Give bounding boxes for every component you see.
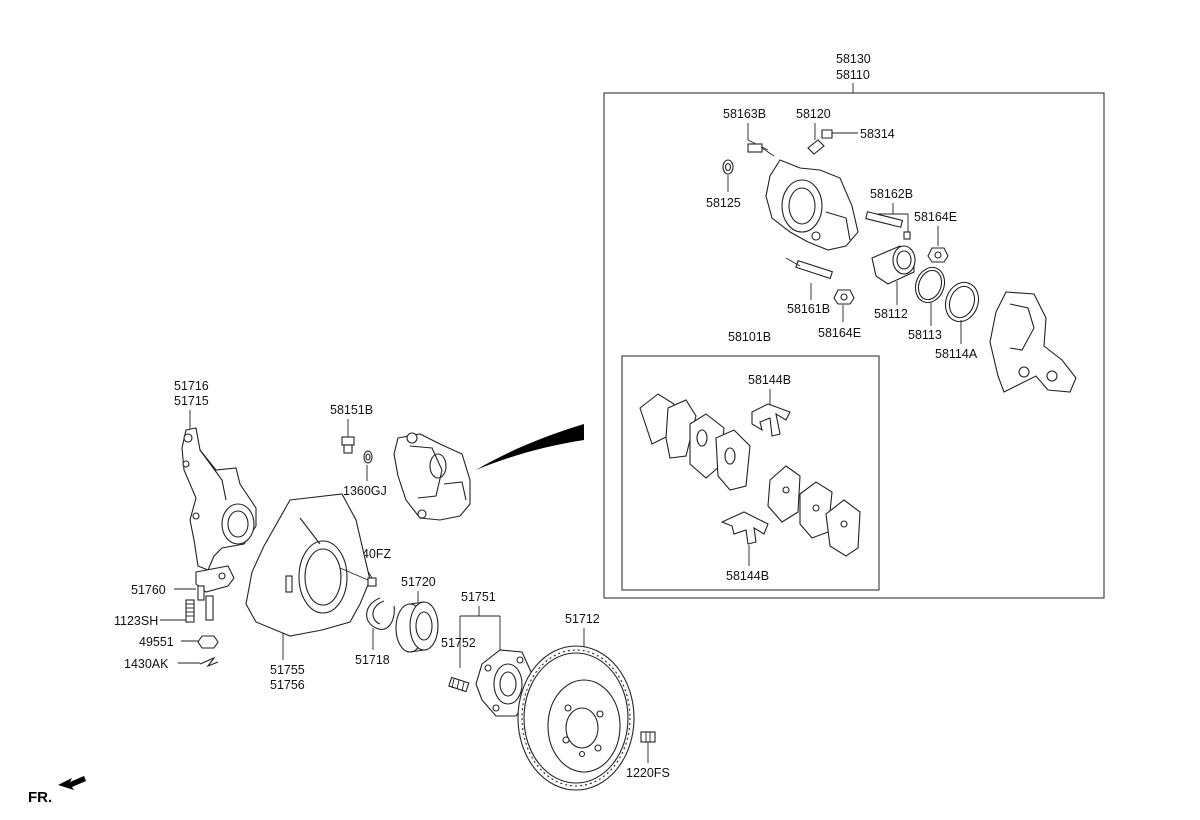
bleeder-screw-58120[interactable] xyxy=(807,139,825,155)
guide-bolt-58163B[interactable] xyxy=(747,143,775,157)
guide-pin-58162B[interactable] xyxy=(865,211,911,240)
part-label[interactable]: 1360GJ xyxy=(343,484,387,498)
pad-kit-frame xyxy=(621,355,880,591)
wheel-bearing[interactable] xyxy=(395,601,439,653)
cotter-pin-1430AK[interactable] xyxy=(199,656,219,668)
part-label[interactable]: 51752 xyxy=(441,636,476,650)
part-label[interactable]: 51760 xyxy=(131,583,166,597)
part-label[interactable]: 51716 xyxy=(174,379,209,393)
front-direction-label: FR. xyxy=(28,789,52,806)
part-label[interactable]: 51712 xyxy=(565,612,600,626)
part-label[interactable]: 1220FS xyxy=(626,766,670,780)
bolt-1140FZ[interactable] xyxy=(339,567,377,587)
detail-pointer xyxy=(476,424,584,470)
part-label[interactable]: 58164E xyxy=(818,326,861,340)
cap-58314[interactable] xyxy=(821,129,833,139)
part-label[interactable]: 58125 xyxy=(706,196,741,210)
bushing-58125[interactable] xyxy=(722,159,734,175)
part-label[interactable]: 58110 xyxy=(836,68,870,82)
guide-pin-58161B[interactable] xyxy=(785,257,834,280)
part-label[interactable]: 58144B xyxy=(726,569,769,583)
part-label[interactable]: 58162B xyxy=(870,187,913,201)
caliper-carrier[interactable] xyxy=(989,291,1077,393)
wheel-hub[interactable] xyxy=(475,649,533,717)
caliper-assembly-frame xyxy=(603,92,1105,599)
brake-pad-set-lower[interactable] xyxy=(767,465,861,557)
part-label[interactable]: 58144B xyxy=(748,373,791,387)
piston-seal-58113[interactable] xyxy=(911,263,950,306)
steering-knuckle[interactable] xyxy=(181,427,257,571)
part-label[interactable]: 1430AK xyxy=(124,657,169,671)
part-label[interactable]: 1123SH xyxy=(114,614,158,628)
snap-ring[interactable] xyxy=(366,597,395,630)
dust-cover[interactable] xyxy=(245,493,371,637)
screw-1220FS[interactable] xyxy=(640,731,656,743)
piston-58112[interactable] xyxy=(871,245,916,285)
part-label[interactable]: 58112 xyxy=(874,307,908,321)
nut-49551[interactable] xyxy=(197,595,219,649)
caliper-assembly-small[interactable] xyxy=(393,432,471,521)
part-label[interactable]: 51715 xyxy=(174,394,209,408)
part-label[interactable]: 58114A xyxy=(935,347,978,361)
dust-boot-58114A[interactable] xyxy=(940,278,984,327)
part-label[interactable]: 58163B xyxy=(723,107,766,121)
hub-bolt-51752[interactable] xyxy=(448,676,470,693)
bolt-1123SH[interactable] xyxy=(185,599,195,623)
part-label[interactable]: 58151B xyxy=(330,403,373,417)
pad-clip-lower[interactable] xyxy=(720,511,769,545)
part-label[interactable]: 51720 xyxy=(401,575,436,589)
ball-joint[interactable] xyxy=(195,565,235,601)
bolt-58151B[interactable] xyxy=(341,436,355,454)
part-label[interactable]: 51756 xyxy=(270,678,305,692)
part-label[interactable]: 58101B xyxy=(728,330,771,344)
washer-1360GJ[interactable] xyxy=(363,450,373,464)
part-label[interactable]: 58314 xyxy=(860,127,895,141)
part-label[interactable]: 49551 xyxy=(139,635,174,649)
caliper-housing[interactable] xyxy=(765,159,859,251)
boot-58164E-b[interactable] xyxy=(833,289,855,305)
part-label[interactable]: 58113 xyxy=(908,328,942,342)
part-label[interactable]: 58161B xyxy=(787,302,830,316)
part-label[interactable]: 58120 xyxy=(796,107,831,121)
part-label[interactable]: 51718 xyxy=(355,653,390,667)
brake-disc[interactable] xyxy=(517,645,635,791)
part-label[interactable]: 51751 xyxy=(461,590,496,604)
part-label[interactable]: 51755 xyxy=(270,663,305,677)
front-arrow-icon xyxy=(58,776,86,790)
boot-58164E-a[interactable] xyxy=(927,247,949,263)
pad-clip-upper[interactable] xyxy=(751,403,791,437)
part-label[interactable]: 58164E xyxy=(914,210,957,224)
part-label[interactable]: 58130 xyxy=(836,52,871,66)
brake-pad-set-upper[interactable] xyxy=(639,393,751,491)
